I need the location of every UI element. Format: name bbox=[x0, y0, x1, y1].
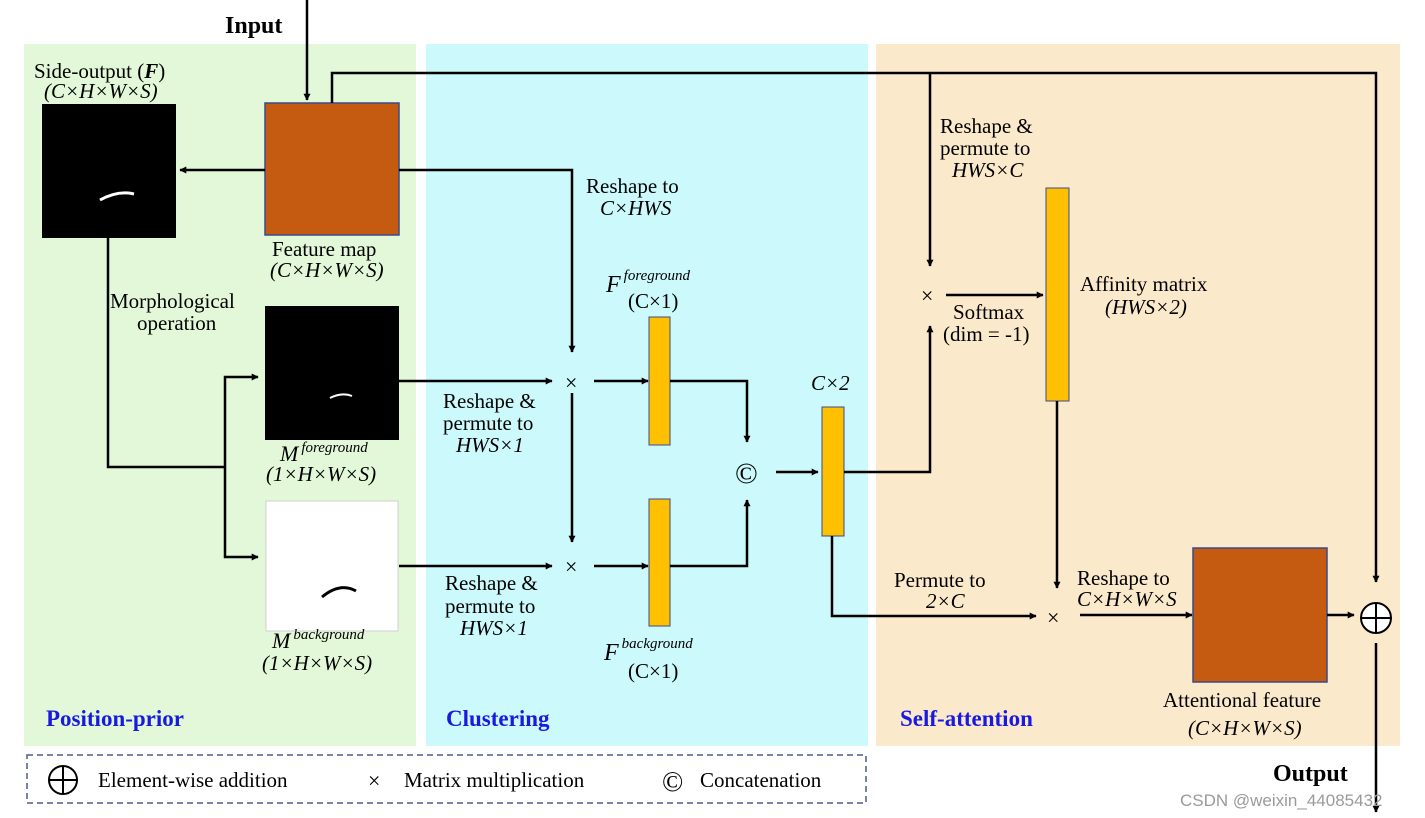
legend-mult-label: Matrix multiplication bbox=[404, 768, 585, 792]
f-foreground-dims: (C×1) bbox=[628, 289, 678, 313]
arrow-fbg-to-concat bbox=[670, 499, 751, 568]
reshape-fg-label-1: Reshape & bbox=[443, 389, 536, 413]
input-label: Input bbox=[225, 13, 282, 39]
reshape-fg-label-2: permute to bbox=[443, 411, 533, 435]
reshape-chws-label-1: Reshape to bbox=[586, 174, 679, 198]
legend-add-label: Element-wise addition bbox=[98, 768, 288, 792]
permute-label-2: 2×C bbox=[926, 589, 966, 613]
attentional-feature-title: Attentional feature bbox=[1163, 688, 1321, 712]
attentional-feature-block bbox=[1192, 547, 1328, 683]
feature-map-title: Feature map bbox=[272, 237, 376, 261]
m-background-dims: (1×H×W×S) bbox=[262, 651, 372, 675]
panel-clustering bbox=[426, 44, 868, 746]
reshape-hwsc-label-1: Reshape & bbox=[940, 114, 1033, 138]
feature-map-dims: (C×H×W×S) bbox=[270, 258, 384, 282]
reshape-out-label-2: C×H×W×S bbox=[1077, 587, 1177, 611]
arrow-concat-to-mult-softmax bbox=[844, 325, 934, 474]
reshape-bg-label-3: HWS×1 bbox=[459, 616, 528, 640]
side-output-dims: (C×H×W×S) bbox=[44, 79, 158, 103]
reshape-out-label-1: Reshape to bbox=[1077, 566, 1170, 590]
reshape-chws-label-2: C×HWS bbox=[600, 196, 672, 220]
affinity-matrix-vector bbox=[1045, 187, 1070, 402]
m-background-curve bbox=[321, 586, 357, 599]
mult-foreground: × bbox=[565, 370, 577, 395]
mult-background: × bbox=[565, 554, 577, 579]
residual-line bbox=[330, 71, 1380, 583]
f-background-vector bbox=[648, 498, 671, 627]
m-foreground-image bbox=[265, 306, 399, 440]
softmax-label-1: Softmax bbox=[953, 300, 1025, 324]
affinity-matrix-dims: (HWS×2) bbox=[1105, 295, 1187, 319]
f-foreground-vector bbox=[648, 316, 671, 446]
legend-concat-label: Concatenation bbox=[700, 768, 822, 792]
watermark: CSDN @weixin_44085432 bbox=[1180, 791, 1382, 810]
mult-softmax: × bbox=[921, 283, 933, 308]
permute-label-1: Permute to bbox=[894, 568, 986, 592]
concat-symbol: © bbox=[735, 457, 758, 490]
concat-out-vector bbox=[821, 406, 845, 537]
side-output-curve bbox=[99, 191, 135, 202]
morph-label-2: operation bbox=[137, 311, 217, 335]
reshape-hwsc-label-3: HWS×C bbox=[951, 158, 1024, 182]
concat-out-dims: C×2 bbox=[811, 371, 850, 395]
panel-title-clustering: Clustering bbox=[446, 706, 550, 731]
panel-title-self-attention: Self-attention bbox=[900, 706, 1033, 731]
softmax-label-2: (dim = -1) bbox=[943, 322, 1030, 346]
side-output-image bbox=[42, 104, 176, 238]
arrow-to-m-background bbox=[223, 467, 259, 561]
side-output-title: Side-output (F) bbox=[34, 59, 165, 83]
f-background-dims: (C×1) bbox=[628, 659, 678, 683]
attentional-feature-dims: (C×H×W×S) bbox=[1188, 716, 1302, 740]
legend-concat-icon: © bbox=[662, 767, 683, 798]
legend-add-icon bbox=[48, 765, 78, 795]
affinity-matrix-title: Affinity matrix bbox=[1080, 272, 1208, 296]
feature-map-block bbox=[264, 102, 400, 236]
m-foreground-dims: (1×H×W×S) bbox=[266, 462, 376, 486]
arrow-ffg-to-concat bbox=[670, 379, 751, 443]
legend-box bbox=[26, 754, 867, 804]
arrow-concat-to-permute bbox=[830, 536, 1037, 620]
morph-label-1: Morphological bbox=[110, 289, 235, 313]
m-background-image bbox=[265, 500, 399, 632]
reshape-bg-label-2: permute to bbox=[445, 594, 535, 618]
morph-line bbox=[106, 238, 225, 469]
add-symbol bbox=[1360, 602, 1392, 634]
reshape-hwsc-label-2: permute to bbox=[940, 136, 1030, 160]
legend-mult-icon: × bbox=[368, 768, 380, 793]
output-label: Output bbox=[1273, 761, 1348, 787]
arrow-feature-to-mult-fg bbox=[399, 168, 576, 353]
mult-final: × bbox=[1047, 605, 1059, 630]
arrow-to-m-foreground bbox=[223, 373, 259, 467]
reshape-bg-label-1: Reshape & bbox=[445, 571, 538, 595]
m-foreground-curve bbox=[329, 393, 353, 399]
panel-title-position-prior: Position-prior bbox=[46, 706, 184, 731]
reshape-fg-label-3: HWS×1 bbox=[455, 433, 524, 457]
